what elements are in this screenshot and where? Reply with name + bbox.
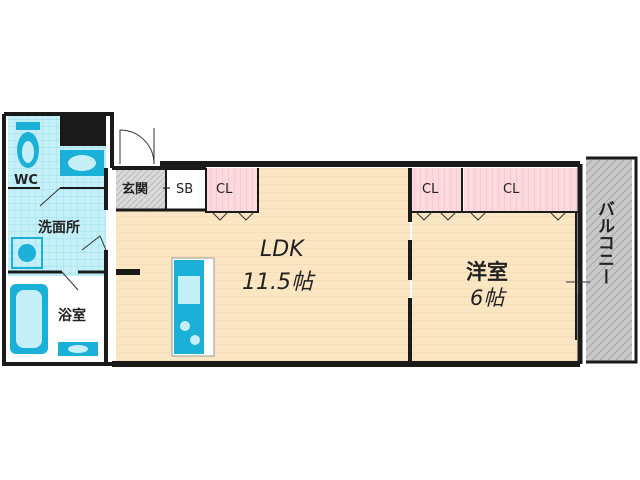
western-name-label: 洋室 xyxy=(466,260,508,284)
balcony-label: バルコニー xyxy=(594,200,615,285)
shoebox-label: SB xyxy=(176,182,193,197)
entrance-floor xyxy=(116,168,166,210)
closet-west2-floor xyxy=(464,168,578,212)
closet-ldk-label: CL xyxy=(216,182,233,197)
bath-label: 浴室 xyxy=(58,307,86,324)
kitchen-counter-icon xyxy=(171,257,215,357)
doors xyxy=(39,128,590,294)
ldk-size-label: 11.5帖 xyxy=(242,270,316,295)
wc-label: WC xyxy=(14,173,38,188)
closet-ldk-floor xyxy=(206,168,258,212)
washroom-label: 洗面所 xyxy=(38,219,80,236)
closet-west1-label: CL xyxy=(422,182,439,197)
entrance-label: 玄関 xyxy=(122,181,148,197)
washing-machine-icon xyxy=(11,237,43,269)
balcony-floor xyxy=(586,158,632,362)
bathtub-icon xyxy=(10,284,48,354)
toilet-icon xyxy=(16,122,40,168)
ldk-name-label: LDK xyxy=(260,237,305,262)
closet-west1-floor xyxy=(412,168,462,212)
washbasin-icon xyxy=(60,150,104,176)
shoebox-floor xyxy=(166,168,206,210)
walls xyxy=(2,112,638,367)
closet-west2-label: CL xyxy=(503,182,520,197)
western-size-label: 6帖 xyxy=(470,286,507,310)
western-floor xyxy=(412,212,580,364)
bath-basin-icon xyxy=(58,342,98,356)
